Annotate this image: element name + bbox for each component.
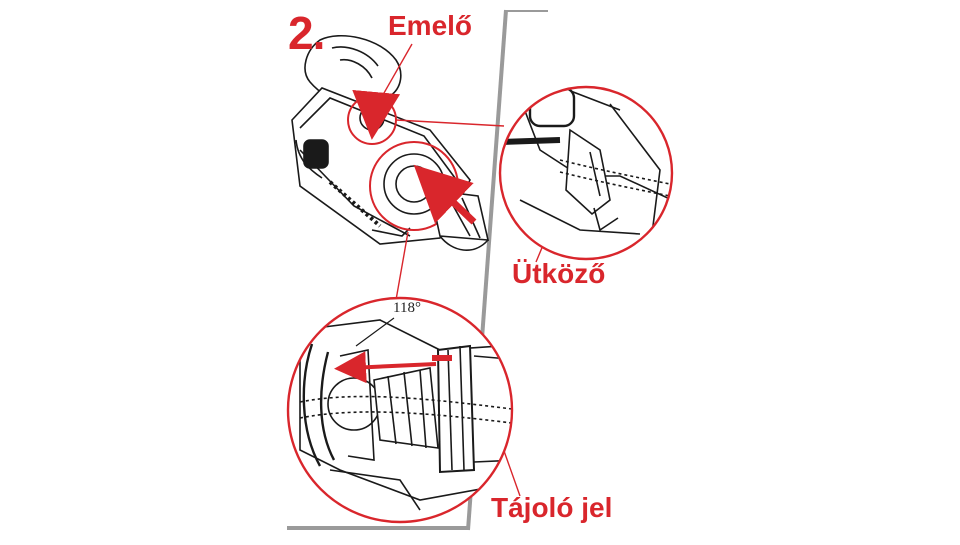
label-stop: Ütköző: [512, 258, 606, 289]
press-arrow: [352, 89, 401, 140]
zoom-circle-stop: [498, 85, 674, 261]
insert-arrow: [413, 164, 477, 225]
sharpener-body: [291, 34, 490, 251]
label-lever: Emelő: [388, 10, 473, 41]
zoom-circle-orientation: [286, 296, 514, 524]
step-number: 2.: [288, 7, 325, 59]
label-orientation-mark: Tájoló jel: [491, 492, 613, 523]
label-angle: 118°: [393, 300, 421, 316]
